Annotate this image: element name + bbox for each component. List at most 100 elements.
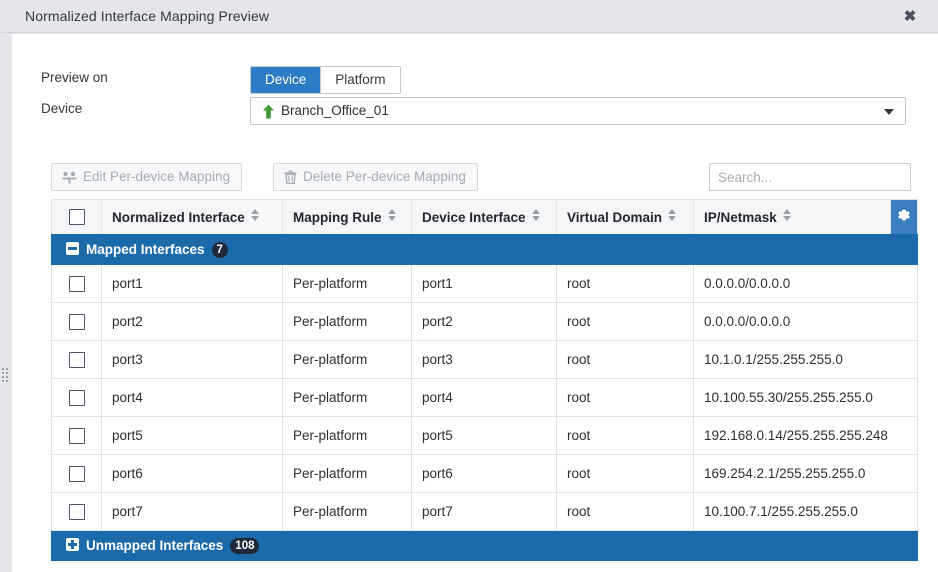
- table-header-row: Normalized Interface Mapping Rule Device…: [51, 199, 918, 236]
- table-row[interactable]: port3 Per-platform port3 root 10.1.0.1/2…: [51, 340, 918, 379]
- cell-device-interface: port4: [411, 378, 557, 417]
- column-header-ip-netmask[interactable]: IP/Netmask: [693, 199, 891, 236]
- cell-mapping-rule: Per-platform: [282, 302, 412, 341]
- row-checkbox[interactable]: [68, 313, 85, 330]
- preview-on-row: Preview on Device Platform: [12, 66, 938, 96]
- delete-per-device-mapping-label: Delete Per-device Mapping: [303, 169, 466, 184]
- sort-icon[interactable]: [668, 208, 677, 221]
- device-row: Device Branch_Office_01: [12, 97, 938, 127]
- device-select-value: Branch_Office_01: [281, 103, 389, 118]
- row-select-cell[interactable]: [51, 378, 102, 417]
- table-row[interactable]: port1 Per-platform port1 root 0.0.0.0/0.…: [51, 264, 918, 303]
- cell-device-interface: port6: [411, 454, 557, 493]
- sort-icon[interactable]: [250, 208, 260, 221]
- column-label: IP/Netmask: [704, 209, 777, 225]
- cell-mapping-rule: Per-platform: [282, 264, 412, 303]
- cell-mapping-rule: Per-platform: [282, 378, 412, 417]
- tab-device[interactable]: Device: [251, 67, 321, 93]
- device-select[interactable]: Branch_Office_01: [250, 97, 906, 125]
- table-row[interactable]: port7 Per-platform port7 root 10.100.7.1…: [51, 492, 918, 531]
- table-row[interactable]: port2 Per-platform port2 root 0.0.0.0/0.…: [51, 302, 918, 341]
- row-select-cell[interactable]: [51, 302, 102, 341]
- table-row[interactable]: port4 Per-platform port4 root 10.100.55.…: [51, 378, 918, 417]
- cell-mapping-rule: Per-platform: [282, 454, 412, 493]
- cell-mapping-rule: Per-platform: [282, 492, 412, 531]
- cell-device-interface: port3: [411, 340, 557, 379]
- cell-virtual-domain: root: [556, 416, 694, 455]
- cell-device-interface: port1: [411, 264, 557, 303]
- row-checkbox[interactable]: [68, 389, 85, 406]
- dialog-body: Preview on Device Platform Device Branch…: [12, 34, 938, 572]
- sort-icon[interactable]: [531, 208, 541, 221]
- search-input[interactable]: [709, 163, 911, 191]
- edit-per-device-mapping-button[interactable]: Edit Per-device Mapping: [51, 163, 243, 191]
- cell-normalized-interface: port6: [101, 454, 283, 493]
- select-all-checkbox[interactable]: [68, 208, 85, 225]
- cell-mapping-rule: Per-platform: [282, 340, 412, 379]
- resize-drag-handle[interactable]: [2, 368, 10, 382]
- cell-normalized-interface: port5: [101, 416, 283, 455]
- table-settings-button[interactable]: [890, 199, 918, 236]
- cell-virtual-domain: root: [556, 302, 694, 341]
- cell-ip-netmask: 0.0.0.0/0.0.0.0: [693, 264, 918, 303]
- table-row[interactable]: port6 Per-platform port6 root 169.254.2.…: [51, 454, 918, 493]
- preview-on-label: Preview on: [41, 70, 108, 85]
- cell-device-interface: port7: [411, 492, 557, 531]
- cell-normalized-interface: port3: [101, 340, 283, 379]
- green-up-arrow-icon: [263, 104, 274, 119]
- cell-virtual-domain: root: [556, 340, 694, 379]
- interface-mapping-table: Normalized Interface Mapping Rule Device…: [51, 199, 918, 561]
- column-label: Device Interface: [422, 209, 526, 225]
- column-header-device-interface[interactable]: Device Interface: [411, 199, 557, 236]
- plus-square-icon[interactable]: [66, 537, 79, 551]
- minus-square-icon[interactable]: [66, 241, 79, 255]
- sort-icon[interactable]: [782, 208, 792, 221]
- edit-per-device-mapping-label: Edit Per-device Mapping: [83, 169, 231, 184]
- row-checkbox[interactable]: [68, 503, 85, 520]
- preview-on-segmented-control[interactable]: Device Platform: [250, 66, 401, 94]
- column-label: Virtual Domain: [567, 209, 663, 225]
- cell-ip-netmask: 10.100.7.1/255.255.255.0: [693, 492, 918, 531]
- cell-virtual-domain: root: [556, 378, 694, 417]
- table-row[interactable]: port5 Per-platform port5 root 192.168.0.…: [51, 416, 918, 455]
- cell-normalized-interface: port4: [101, 378, 283, 417]
- row-checkbox[interactable]: [68, 351, 85, 368]
- cell-virtual-domain: root: [556, 454, 694, 493]
- column-header-normalized-interface[interactable]: Normalized Interface: [101, 199, 283, 236]
- row-select-cell[interactable]: [51, 340, 102, 379]
- column-label: Mapping Rule: [293, 209, 382, 225]
- cell-normalized-interface: port2: [101, 302, 283, 341]
- row-select-cell[interactable]: [51, 264, 102, 303]
- tab-platform[interactable]: Platform: [320, 67, 400, 93]
- column-header-virtual-domain[interactable]: Virtual Domain: [556, 199, 694, 236]
- row-select-cell[interactable]: [51, 454, 102, 493]
- row-checkbox[interactable]: [68, 275, 85, 292]
- gear-icon: [898, 209, 910, 221]
- select-all-header[interactable]: [51, 199, 102, 236]
- cell-ip-netmask: 169.254.2.1/255.255.255.0: [693, 454, 918, 493]
- row-select-cell[interactable]: [51, 416, 102, 455]
- close-icon[interactable]: ✖: [903, 8, 917, 25]
- row-checkbox[interactable]: [68, 465, 85, 482]
- column-header-mapping-rule[interactable]: Mapping Rule: [282, 199, 412, 236]
- sort-icon[interactable]: [387, 208, 397, 221]
- row-select-cell[interactable]: [51, 492, 102, 531]
- trash-icon: [284, 170, 297, 184]
- cell-virtual-domain: root: [556, 264, 694, 303]
- dialog-titlebar: Normalized Interface Mapping Preview ✖: [0, 0, 938, 33]
- group-label: Unmapped Interfaces: [86, 537, 224, 553]
- table-toolbar: Edit Per-device Mapping Delete Per-devic…: [51, 163, 911, 191]
- delete-per-device-mapping-button[interactable]: Delete Per-device Mapping: [273, 163, 478, 191]
- cell-normalized-interface: port1: [101, 264, 283, 303]
- cell-normalized-interface: port7: [101, 492, 283, 531]
- edit-mapping-icon: [62, 171, 77, 184]
- cell-ip-netmask: 0.0.0.0/0.0.0.0: [693, 302, 918, 341]
- device-label: Device: [41, 101, 83, 116]
- row-checkbox[interactable]: [68, 427, 85, 444]
- chevron-down-icon: [884, 109, 894, 115]
